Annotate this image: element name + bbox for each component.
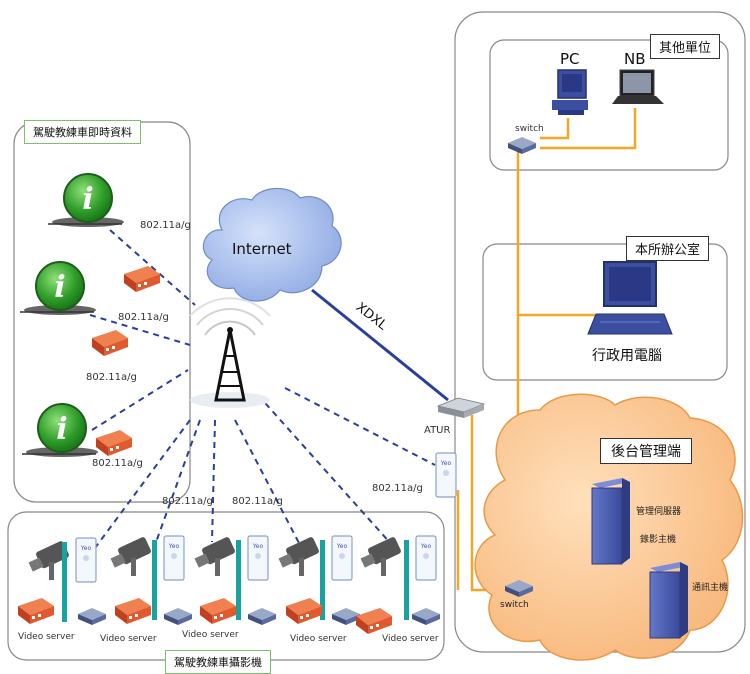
video-server-label-5: Video server — [382, 634, 439, 644]
nb-label: NB — [624, 50, 646, 68]
video-server-label-4: Video server — [290, 634, 347, 644]
server1-label-2: 錄影主機 — [640, 535, 677, 545]
video-server-label-2: Video server — [100, 634, 157, 644]
link-label-1: 802.11a/g — [140, 220, 191, 231]
atur-label: ATUR — [424, 425, 451, 436]
xdxl-line — [311, 288, 449, 402]
server2-label: 通訊主機 — [692, 583, 729, 593]
server1-label-1: 管理伺服器 — [636, 507, 682, 517]
left-group-title: 駕駛教練車即時資料 — [24, 120, 141, 144]
video-server-label-1: Video server — [18, 632, 75, 642]
camera-unit-5 — [356, 535, 440, 634]
other-switch-label: switch — [515, 124, 544, 134]
vehicle-device-icon-3 — [96, 430, 132, 456]
link-label-4: 802.11a/g — [92, 458, 143, 469]
internet-label: Internet — [232, 240, 292, 258]
vehicle-device-icon-2 — [92, 330, 128, 356]
link-label-3: 802.11a/g — [86, 372, 137, 383]
camera-unit-2 — [110, 535, 192, 625]
link-label-5: 802.11a/g — [162, 496, 213, 507]
wireless-links — [89, 229, 436, 549]
atur-link-label: 802.11a/g — [372, 483, 423, 494]
pc-icon — [552, 69, 588, 115]
car-data-icon-1 — [47, 173, 125, 228]
video-server-label-3: Video server — [182, 630, 239, 640]
office-computer-label: 行政用電腦 — [592, 348, 662, 364]
atur-access-point — [435, 452, 457, 498]
backend-title: 後台管理端 — [600, 438, 692, 464]
office-computer-icon — [587, 261, 673, 335]
bottom-group-title: 駕駛教練車攝影機 — [165, 650, 271, 674]
other-unit-switch-icon — [508, 137, 536, 154]
camera-unit-3 — [194, 535, 276, 625]
backend-switch-label: switch — [500, 600, 529, 610]
atur-device — [436, 397, 486, 418]
camera-unit-4 — [278, 535, 360, 625]
office-box — [482, 243, 728, 381]
other-unit-box — [489, 39, 729, 171]
communication-server-icon — [649, 562, 688, 639]
car-data-icon-2 — [19, 261, 97, 316]
pc-label: PC — [560, 50, 580, 68]
link-label-2: 802.11a/g — [118, 312, 169, 323]
other-unit-title: 其他單位 — [650, 34, 721, 59]
management-server-icon — [591, 478, 630, 565]
car-data-icon-3 — [21, 403, 99, 458]
internet-cloud — [202, 187, 342, 302]
nb-icon — [612, 69, 664, 104]
antenna-tower — [189, 297, 271, 408]
office-title: 本所辦公室 — [626, 236, 710, 261]
camera-unit-1 — [18, 537, 106, 625]
link-label-6: 802.11a/g — [232, 496, 283, 507]
